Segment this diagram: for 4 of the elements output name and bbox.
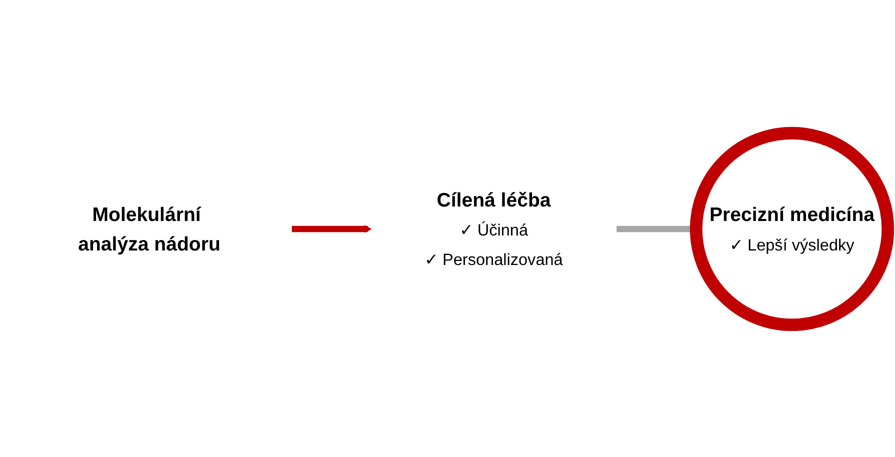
node-text: Molekulární analýza nádoru	[78, 202, 220, 254]
node-text: Cílená léčba ✓ Účinná ✓ Personalizovaná	[424, 188, 563, 268]
arrow	[291, 224, 372, 232]
node-circle: Precizní medicína ✓ Lepší výsledky	[690, 126, 894, 331]
